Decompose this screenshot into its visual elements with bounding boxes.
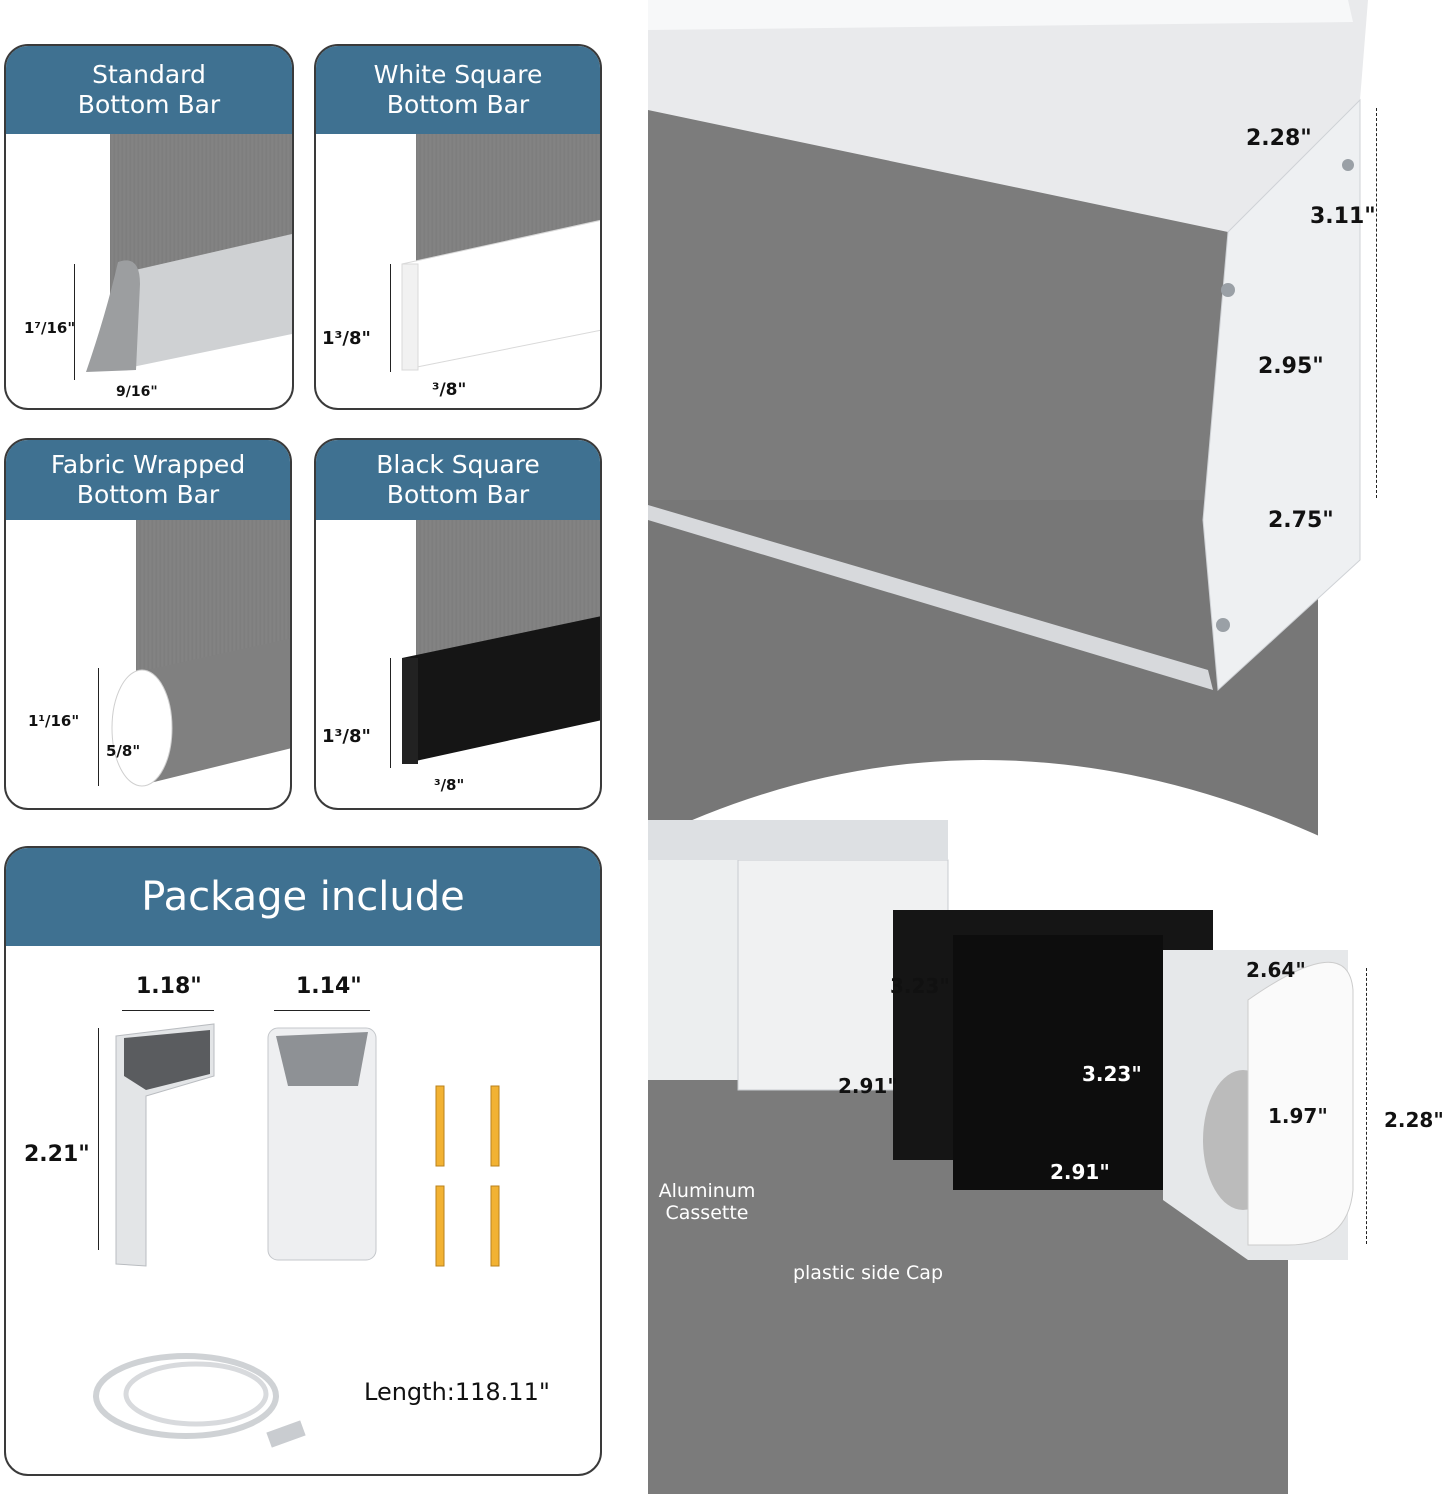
bracket2-width-label: 1.14" <box>296 974 362 999</box>
black-height-label: 1³/8" <box>322 726 371 747</box>
bottom-cassette-photo: 3.23" 2.91" 3.23" 2.91" 2.64" 1.97" 2.28… <box>648 700 1445 1494</box>
card-fabric-title-1: Fabric Wrapped <box>50 450 246 479</box>
top-dim-3-11: 3.11" <box>1310 204 1376 229</box>
card-standard-title-2: Bottom Bar <box>77 90 221 119</box>
package-body: 1.18" 2.21" 1.14" Length:118.11" <box>6 946 600 1474</box>
standard-bar-drawing <box>86 234 292 372</box>
bottom-cassette-drawing <box>648 760 1354 1494</box>
black-depth-label: ³/8" <box>434 776 465 794</box>
card-standard-title-1: Standard <box>92 60 206 89</box>
card-black-title-2: Bottom Bar <box>386 480 530 509</box>
side-cap-height-line <box>1366 968 1367 1244</box>
card-black-body: 1³/8" ³/8" <box>316 520 600 808</box>
package-header: Package include <box>6 848 600 946</box>
top-cassette-drawing <box>648 0 1368 860</box>
fabric-bar-drawing <box>111 638 290 787</box>
aluminum-cassette-label: Aluminum Cassette <box>658 1180 756 1224</box>
bracket1-height-line <box>98 1028 99 1250</box>
card-black-title-1: Black Square <box>376 450 540 479</box>
bracket1-height-label: 2.21" <box>24 1142 90 1167</box>
top-dim-2-75: 2.75" <box>1268 508 1334 533</box>
white-bar-drawing <box>401 219 600 371</box>
card-fabric-body: 1¹/16" 5/8" <box>6 520 290 808</box>
package-items-drawing <box>93 1023 500 1448</box>
black-height-line <box>390 658 391 768</box>
black-cap-height: 3.23" <box>1082 1062 1142 1086</box>
top-dim-2-95: 2.95" <box>1258 354 1324 379</box>
black-bar-drawing <box>402 616 600 764</box>
card-standard-body: 1⁷/16" 9/16" <box>6 134 292 408</box>
standard-height-label: 1⁷/16" <box>24 319 76 337</box>
card-white-square-bottom-bar: White Square Bottom Bar 1³/8" ³/8" <box>314 44 602 410</box>
white-cap-height: 3.23" <box>890 974 950 998</box>
white-depth-label: ³/8" <box>432 380 467 400</box>
fabric-height-label: 1¹/16" <box>28 712 80 730</box>
card-fabric-header: Fabric Wrapped Bottom Bar <box>6 440 290 520</box>
top-cassette-photo: 2.28" 3.11" 2.95" 2.75" <box>648 0 1445 860</box>
card-package-include: Package include 1.18" 2.21" <box>4 846 602 1476</box>
standard-height-line <box>74 264 75 380</box>
fabric-depth-label: 5/8" <box>106 742 141 760</box>
standard-depth-label: 9/16" <box>116 384 158 400</box>
card-black-square-bottom-bar: Black Square Bottom Bar 1³/8" ³/8" <box>314 438 602 810</box>
bracket1-width-label: 1.18" <box>136 974 202 999</box>
side-cap-height: 2.28" <box>1384 1108 1444 1132</box>
white-height-label: 1³/8" <box>322 328 371 349</box>
white-height-line <box>390 264 391 372</box>
card-fabric-title-2: Bottom Bar <box>76 480 220 509</box>
card-standard-header: Standard Bottom Bar <box>6 46 292 134</box>
card-white-title-1: White Square <box>373 60 543 89</box>
top-dim-2-28: 2.28" <box>1246 126 1312 151</box>
card-white-header: White Square Bottom Bar <box>316 46 600 134</box>
plastic-side-cap-label: plastic side Cap <box>792 1262 944 1284</box>
top-dim-line <box>1376 108 1377 498</box>
white-cap-width: 2.91" <box>838 1074 898 1098</box>
side-cap-top: 2.64" <box>1246 958 1306 982</box>
fabric-height-line <box>98 668 99 786</box>
bracket2-width-line <box>274 1010 370 1011</box>
card-white-body: 1³/8" ³/8" <box>316 134 600 408</box>
side-cap-inner: 1.97" <box>1268 1104 1328 1128</box>
cable-length-label: Length:118.11" <box>364 1378 550 1406</box>
black-cap-width: 2.91" <box>1050 1160 1110 1184</box>
card-white-title-2: Bottom Bar <box>386 90 530 119</box>
card-standard-bottom-bar: Standard Bottom Bar 1⁷/16" 9/16" <box>4 44 294 410</box>
bracket1-width-line <box>122 1010 214 1011</box>
card-fabric-wrapped-bottom-bar: Fabric Wrapped Bottom Bar 1¹/16" 5/8" <box>4 438 292 810</box>
card-black-header: Black Square Bottom Bar <box>316 440 600 520</box>
